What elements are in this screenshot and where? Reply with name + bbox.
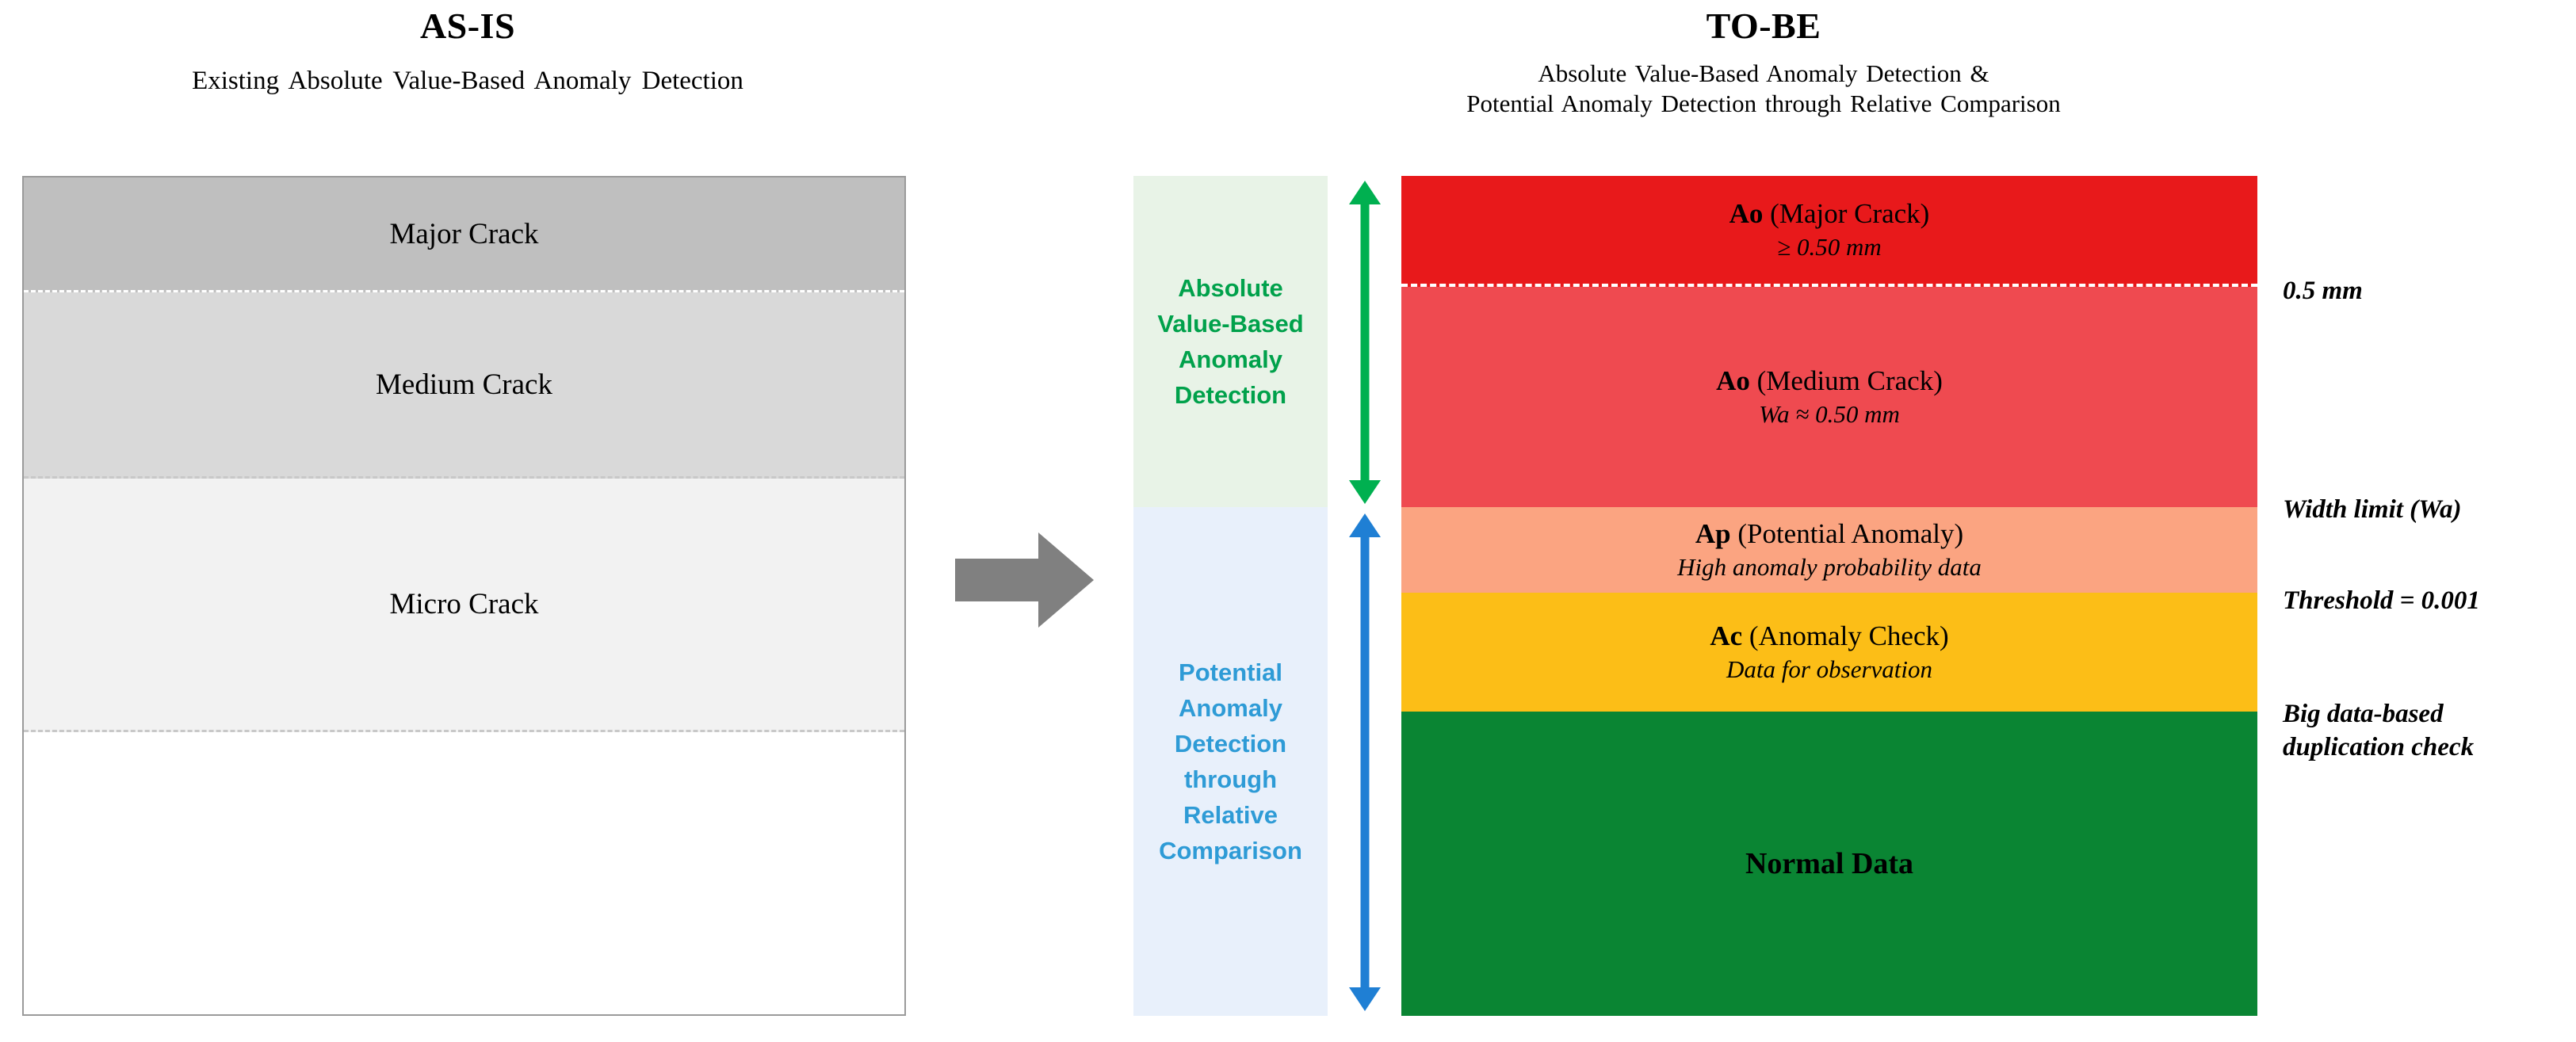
- tobe-band-medium-detail: Wa ≈ 0.50 mm: [1759, 400, 1900, 428]
- tobe-band-major-code: Ao: [1729, 198, 1764, 229]
- asis-band-micro-label: Micro Crack: [389, 588, 539, 620]
- tobe-band-medium-title: Ao (Medium Crack): [1716, 365, 1943, 397]
- tobe-band-normal-title: Normal Data: [1745, 847, 1914, 880]
- tobe-group-absolute: Absolute Value-Based Anomaly Detection: [1133, 176, 1328, 507]
- note-bigdata-line1: Big data-based: [2283, 700, 2444, 728]
- note-threshold: Threshold = 0.001: [2283, 586, 2480, 615]
- tobe-band-potential-title: Ap (Potential Anomaly): [1695, 518, 1963, 550]
- tobe-subtitle-line2: Potential Anomaly Detection through Rela…: [1466, 90, 2061, 117]
- asis-title: AS-IS: [419, 6, 516, 46]
- tobe-subtitle: Absolute Value-Based Anomaly Detection &…: [1236, 59, 2291, 119]
- tobe-band-medium-name: (Medium Crack): [1756, 365, 1943, 396]
- asis-subtitle: Existing Absolute Value-Based Anomaly De…: [192, 67, 743, 95]
- right-arrow-icon: [955, 532, 1094, 628]
- asis-crack-stack: Major Crack Medium Crack Micro Crack: [22, 176, 906, 1016]
- tobe-band-normal: Normal Data: [1401, 712, 2257, 1016]
- tobe-band-medium: Ao (Medium Crack) Wa ≈ 0.50 mm: [1401, 287, 2257, 507]
- asis-band-medium-label: Medium Crack: [376, 368, 552, 401]
- tobe-band-anomaly-check: Ac (Anomaly Check) Data for observation: [1401, 593, 2257, 712]
- tobe-band-medium-code: Ao: [1716, 365, 1750, 396]
- asis-band-major-label: Major Crack: [389, 217, 539, 250]
- tobe-band-anomaly-check-detail: Data for observation: [1726, 655, 1933, 683]
- tobe-band-potential: Ap (Potential Anomaly) High anomaly prob…: [1401, 507, 2257, 593]
- asis-band-micro: Micro Crack: [24, 479, 904, 732]
- tobe-band-major-title: Ao (Major Crack): [1729, 198, 1930, 230]
- asis-band-major: Major Crack: [24, 177, 904, 292]
- note-bigdata-duplication: Big data-based duplication check: [2283, 697, 2474, 764]
- tobe-title: TO-BE: [1706, 6, 1821, 46]
- note-width-limit: Width limit (Wa): [2283, 495, 2462, 524]
- vertical-double-arrow-icon-blue: [1349, 513, 1381, 1011]
- asis-band-medium: Medium Crack: [24, 292, 904, 479]
- tobe-band-anomaly-check-title: Ac (Anomaly Check): [1710, 620, 1948, 652]
- tobe-group-potential-label: Potential Anomaly Detection through Rela…: [1159, 658, 1302, 865]
- tobe-band-potential-name: (Potential Anomaly): [1737, 518, 1964, 549]
- tobe-subtitle-line1: Absolute Value-Based Anomaly Detection &: [1538, 59, 1989, 87]
- tobe-band-major-detail: ≥ 0.50 mm: [1777, 233, 1882, 261]
- tobe-band-major: Ao (Major Crack) ≥ 0.50 mm: [1401, 176, 2257, 287]
- note-width-05mm: 0.5 mm: [2283, 277, 2363, 305]
- asis-band-empty: [24, 732, 904, 1012]
- tobe-band-anomaly-check-name: (Anomaly Check): [1749, 620, 1949, 651]
- tobe-group-potential: Potential Anomaly Detection through Rela…: [1133, 507, 1328, 1016]
- tobe-group-absolute-label: Absolute Value-Based Anomaly Detection: [1157, 274, 1304, 409]
- note-bigdata-line2: duplication check: [2283, 733, 2475, 761]
- tobe-band-potential-detail: High anomaly probability data: [1677, 553, 1982, 581]
- vertical-double-arrow-icon-green: [1349, 181, 1381, 504]
- tobe-band-anomaly-check-code: Ac: [1710, 620, 1743, 651]
- tobe-severity-stack: Ao (Major Crack) ≥ 0.50 mm Ao (Medium Cr…: [1401, 176, 2257, 1016]
- tobe-band-potential-code: Ap: [1695, 518, 1731, 549]
- tobe-band-major-name: (Major Crack): [1770, 198, 1930, 229]
